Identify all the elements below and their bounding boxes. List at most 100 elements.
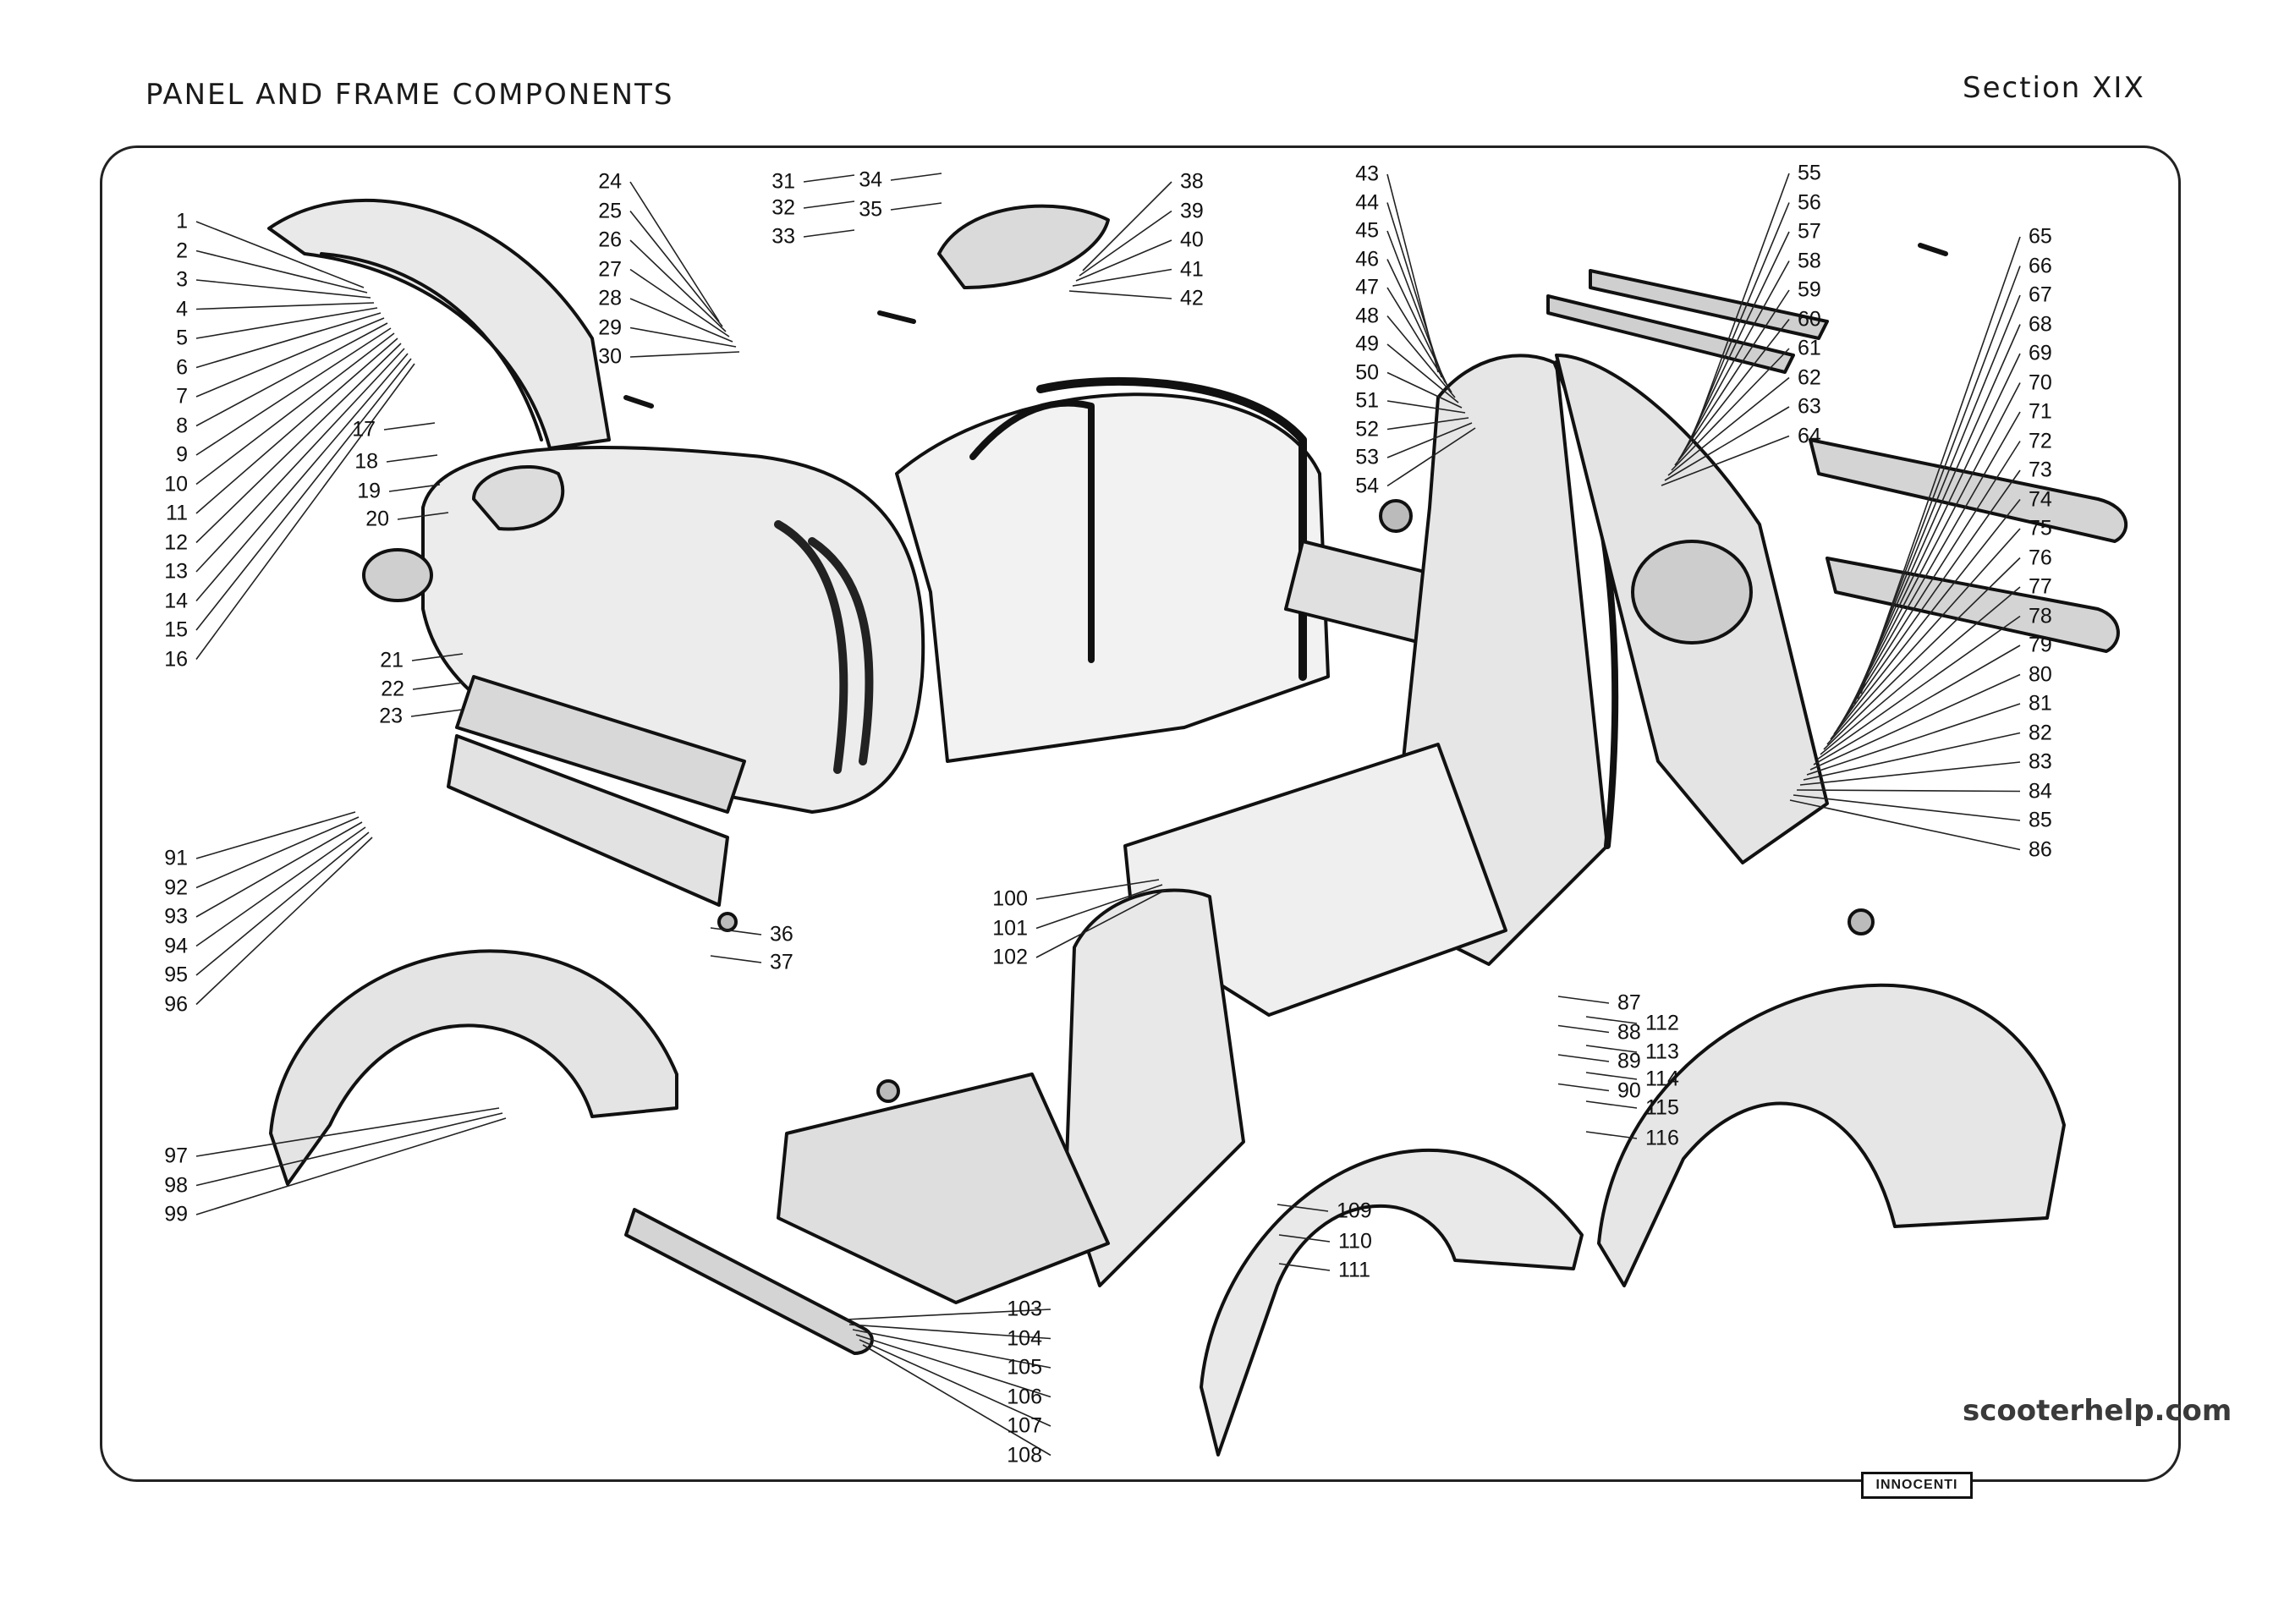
leader-line <box>1661 435 1790 486</box>
callout-number: 70 <box>2029 370 2052 394</box>
callout-number: 37 <box>770 950 793 974</box>
leader-line <box>629 211 723 327</box>
leader-line <box>1813 645 2021 765</box>
leader-line <box>803 229 855 238</box>
callout-number: 85 <box>2029 808 2052 832</box>
leader-line <box>1681 261 1790 456</box>
leader-line <box>1035 884 1163 930</box>
callout-number: 76 <box>2029 546 2052 569</box>
callout-number: 58 <box>1798 249 1821 272</box>
callout-number: 98 <box>164 1173 188 1197</box>
callout-number: 86 <box>2029 837 2052 861</box>
callout-number: 45 <box>1355 218 1379 243</box>
callout-number: 11 <box>166 501 188 525</box>
callout-number: 95 <box>164 963 188 987</box>
leader-line <box>1853 294 2021 705</box>
callout-number: 88 <box>1617 1020 1641 1044</box>
leader-line <box>1796 789 2021 793</box>
callout-number: 40 <box>1180 228 1204 252</box>
callout-number: 32 <box>771 195 795 220</box>
callout-number: 57 <box>1798 219 1821 244</box>
leader-line <box>1843 382 2021 720</box>
leader-line <box>1035 879 1160 900</box>
leader-line <box>195 363 415 660</box>
leader-line <box>848 1324 1051 1340</box>
callout-number: 6 <box>176 355 188 379</box>
innocenti-logo: INNOCENTI <box>1861 1472 1973 1499</box>
callout-number: 100 <box>992 886 1028 911</box>
section-label: Section XIX <box>1963 71 2145 105</box>
callout-number: 96 <box>164 992 188 1016</box>
callout-number: 83 <box>2029 749 2052 774</box>
cowl-lid-part <box>472 465 565 531</box>
leader-line <box>1688 202 1790 446</box>
leader-line <box>1806 703 2021 776</box>
callout-number: 48 <box>1355 304 1379 327</box>
leader-line <box>1816 615 2021 760</box>
leader-line <box>1386 315 1456 398</box>
leader-line <box>1857 266 2021 700</box>
callout-number: 4 <box>176 297 188 321</box>
callout-number: 14 <box>164 589 188 612</box>
leader-line <box>855 1334 1051 1398</box>
leader-line <box>1691 173 1790 441</box>
rail-part <box>1546 294 1795 374</box>
callout-number: 35 <box>859 197 882 222</box>
step-bar-part <box>1809 438 2128 543</box>
callout-number: 2 <box>176 239 188 262</box>
leader-line <box>629 239 727 332</box>
callout-number: 112 <box>1645 1011 1679 1035</box>
leader-line <box>1075 239 1172 282</box>
footboard-lower-part <box>777 1073 1110 1304</box>
callout-number: 12 <box>164 530 188 554</box>
callout-number: 30 <box>598 344 622 369</box>
leader-line <box>195 312 382 369</box>
leader-line <box>1823 557 2021 750</box>
leader-line <box>195 327 392 456</box>
callout-number: 69 <box>2029 341 2052 365</box>
leader-line <box>386 454 438 463</box>
callout-number: 99 <box>164 1202 188 1226</box>
callout-number: 27 <box>598 257 622 281</box>
leader-line <box>195 221 365 288</box>
leader-line <box>1557 1054 1610 1062</box>
callout-number: 15 <box>164 617 188 642</box>
callout-number: 46 <box>1355 247 1379 271</box>
callout-number: 72 <box>2029 429 2052 453</box>
callout-number: 33 <box>771 224 795 249</box>
leader-line <box>1803 732 2021 781</box>
callout-number: 90 <box>1617 1078 1641 1102</box>
callout-number: 19 <box>357 479 381 503</box>
callout-number: 44 <box>1355 190 1379 214</box>
leader-line <box>1664 406 1790 481</box>
callout-number: 8 <box>176 414 188 437</box>
callout-number: 10 <box>164 472 188 496</box>
callout-number: 67 <box>2029 283 2052 307</box>
callout-number: 42 <box>1180 286 1204 310</box>
leader-line <box>1082 181 1172 272</box>
leader-line <box>1789 799 2021 851</box>
leader-line <box>1837 441 2021 730</box>
leader-line <box>1585 1016 1638 1024</box>
center-mudguard-part <box>1200 1148 1584 1457</box>
leader-line <box>1386 400 1466 414</box>
callout-number: 107 <box>1007 1413 1042 1438</box>
callout-number: 50 <box>1355 360 1379 384</box>
callout-number: 64 <box>1798 424 1821 447</box>
leader-line <box>1386 427 1476 487</box>
callout-number: 23 <box>379 704 403 728</box>
leader-line <box>195 332 395 486</box>
callout-number: 20 <box>365 507 389 531</box>
callout-number: 104 <box>1007 1326 1042 1350</box>
leader-line <box>1386 287 1452 393</box>
callout-number: 41 <box>1180 257 1204 281</box>
leader-line <box>195 322 388 427</box>
leader-line <box>195 358 412 631</box>
leader-line <box>629 181 720 322</box>
leader-line <box>1820 586 2021 755</box>
callout-number: 26 <box>598 228 622 252</box>
callout-number: 25 <box>598 199 622 222</box>
callout-number: 49 <box>1355 332 1379 356</box>
leader-line <box>195 348 405 573</box>
leader-line <box>1079 210 1172 277</box>
